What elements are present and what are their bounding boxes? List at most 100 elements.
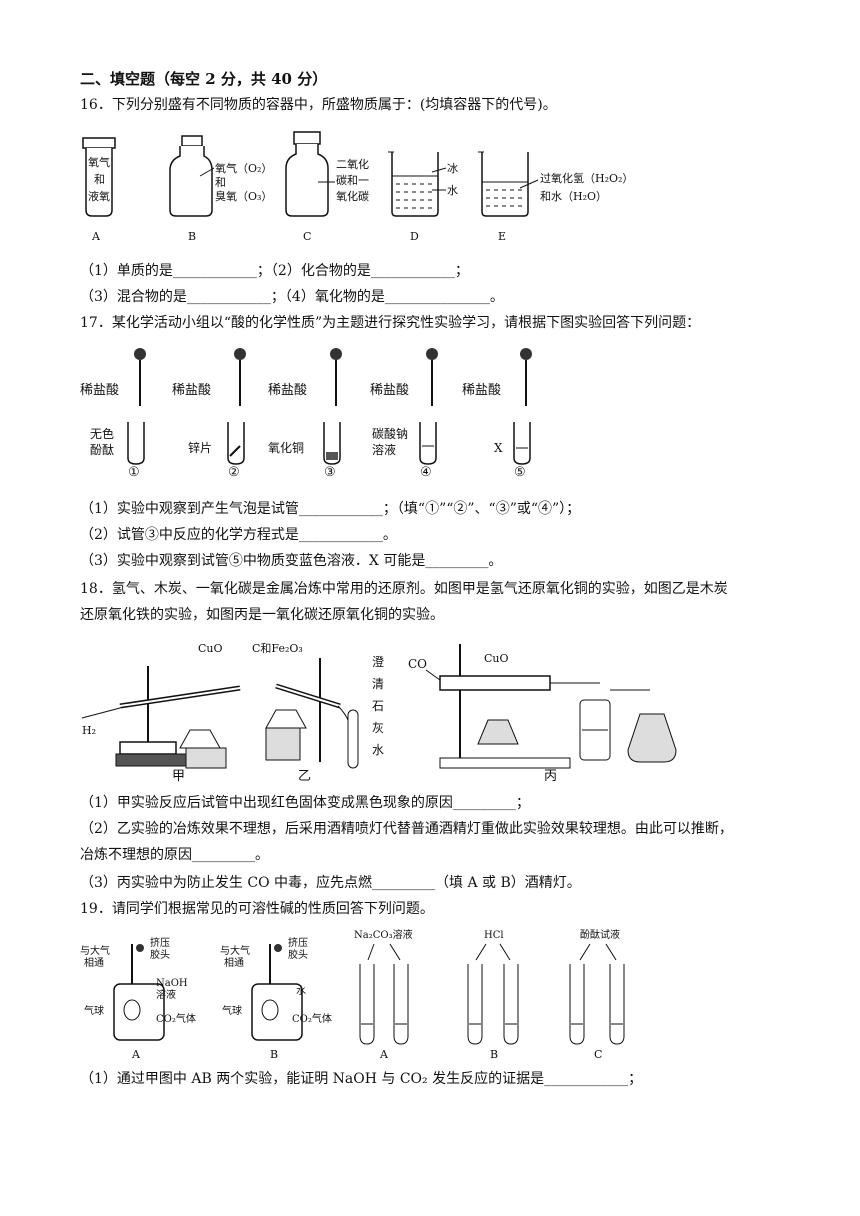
- q16-stem: 16．下列分别盛有不同物质的容器中，所盛物质属于：(均填容器下的代号)。: [80, 97, 557, 113]
- container-a-text-2: 和: [94, 173, 105, 186]
- tube-1-num: ①: [128, 465, 140, 480]
- container-e-text-2: 和水（H₂O）: [540, 190, 607, 203]
- q18-answer-4: （3）丙实验中为防止发生 CO 中毒，应先点燃_________（填 A 或 B…: [80, 875, 581, 891]
- tube-2-num: ②: [228, 465, 240, 480]
- jia-h2: H₂: [82, 724, 96, 737]
- yi-lime-5: 水: [372, 743, 384, 757]
- tubes-a-label: A: [379, 1048, 389, 1061]
- tube-5-reagent: 稀盐酸: [462, 383, 501, 398]
- q17-tube-5: 稀盐酸 X ⑤: [462, 348, 532, 480]
- q18-answer-3: 冶炼不理想的原因_________。: [80, 847, 269, 863]
- container-c-label: C: [303, 230, 311, 243]
- flask-b-squeeze-2: 胶头: [288, 948, 308, 961]
- q19-stem: 19．请同学们根据常见的可溶性碱的性质回答下列问题。: [80, 901, 434, 917]
- container-e-label: E: [498, 230, 506, 243]
- container-b-text-1: 氧气（O₂）: [215, 161, 272, 175]
- flask-a-co2: CO₂气体: [156, 1012, 196, 1025]
- q17-tube-3: 稀盐酸 氧化铜 ③: [268, 348, 342, 480]
- q16-answer-1: （1）单质的是____________；（2）化合物的是____________…: [80, 263, 469, 279]
- flask-b-water: 水: [296, 985, 306, 997]
- q18-answer-2: （2）乙实验的冶炼效果不理想，后采用酒精喷灯代替普通酒精灯重做此实验效果较理想。…: [80, 821, 733, 837]
- q17-answer-1: （1）实验中观察到产生气泡是试管____________；（填“①”“②”、“③…: [80, 501, 581, 517]
- yi-lime-2: 清: [372, 677, 384, 691]
- container-d-text-1: 冰: [447, 162, 458, 175]
- tube-3-content-1: 氧化铜: [268, 440, 304, 455]
- tube-4-content-2: 溶液: [372, 442, 396, 457]
- q18-figure: H₂ CuO 甲 C和Fe₂O₃ 澄 清 石 灰 水 乙 CO: [80, 630, 700, 790]
- tube-1-content-2: 酚酞: [90, 442, 114, 457]
- tube-3-reagent: 稀盐酸: [268, 383, 307, 398]
- yi-lime-1: 澄: [372, 654, 384, 669]
- q19-figure: 与大气 相通 挤压 胶头 NaOH 溶液 气球 CO₂气体 A 与大气 相通 挤…: [80, 924, 660, 1064]
- q18-stem-2: 还原氧化铁的实验，如图丙是一氧化碳还原氧化铜的实验。: [80, 607, 444, 623]
- q19-flask-b: 与大气 相通 挤压 胶头 水 气球 CO₂气体 B: [220, 936, 332, 1061]
- tubes-a-reagent: Na₂CO₃溶液: [354, 928, 413, 941]
- tube-4-content-1: 碳酸钠: [372, 426, 408, 441]
- yi-lime-4: 灰: [372, 721, 384, 735]
- q16-answer-2: （3）混合物的是____________；（4）氧化物的是___________…: [80, 289, 504, 305]
- tubes-b-reagent: HCl: [484, 930, 504, 941]
- tube-5-content-1: X: [494, 441, 503, 455]
- yi-lime-3: 石: [372, 699, 384, 713]
- flask-b-squeeze-1: 挤压: [288, 936, 308, 949]
- flask-b-air-2: 相通: [224, 956, 244, 969]
- container-c-text-3: 氧化碳: [336, 189, 369, 203]
- q19-answer-1: （1）通过甲图中 AB 两个实验，能证明 NaOH 与 CO₂ 发生反应的证据是…: [80, 1071, 643, 1087]
- tube-1-reagent: 稀盐酸: [80, 383, 119, 398]
- container-a-text-3: 液氧: [88, 189, 110, 203]
- bing-label: 丙: [544, 769, 557, 784]
- flask-b-label: B: [270, 1048, 278, 1061]
- container-b: 氧气（O₂） 和 臭氧（O₃） B: [169, 135, 272, 243]
- bing-co: CO: [408, 657, 427, 671]
- q19-apparatus-svg: 与大气 相通 挤压 胶头 NaOH 溶液 气球 CO₂气体 A 与大气 相通 挤…: [80, 928, 625, 1061]
- flask-a-naoh-1: NaOH: [156, 978, 188, 989]
- tube-2-content-1: 锌片: [188, 441, 212, 455]
- apparatus-jia: H₂ CuO 甲: [81, 642, 241, 784]
- flask-a-naoh-2: 溶液: [156, 988, 176, 1001]
- q17-answer-2: （2）试管③中反应的化学方程式是____________。: [80, 527, 397, 543]
- container-e-text-1: 过氧化氢（H₂O₂）: [540, 171, 633, 185]
- tube-2-reagent: 稀盐酸: [172, 383, 211, 398]
- tubes-c-reagent: 酚酞试液: [580, 928, 620, 941]
- container-b-text-2: 和: [215, 176, 226, 189]
- yi-c-fe2o3: C和Fe₂O₃: [252, 642, 303, 655]
- flask-a-air-2: 相通: [84, 956, 104, 969]
- apparatus-yi: C和Fe₂O₃ 澄 清 石 灰 水 乙: [252, 642, 384, 784]
- tube-5-num: ⑤: [514, 465, 526, 480]
- q17-tube-2: 稀盐酸 锌片 ②: [172, 348, 246, 480]
- q18-answer-1: （1）甲实验反应后试管中出现红色固体变成黑色现象的原因_________；: [80, 795, 530, 811]
- flask-b-balloon: 气球: [222, 1004, 242, 1017]
- q19-tubes-c: 酚酞试液 C: [569, 928, 625, 1061]
- q16-figure: 氧气 和 液氧 A 氧气（O₂） 和 臭氧（O₃） B 二氧化 碳和一 氧化碳 …: [80, 128, 680, 248]
- q18-stem-1: 18．氢气、木炭、一氧化碳是金属冶炼中常用的还原剂。如图甲是氢气还原氧化铜的实验…: [80, 581, 728, 597]
- q17-tubes-svg: 稀盐酸 无色 酚酞 ① 稀盐酸 锌片 ② 稀盐酸 氧化铜 ③ 稀盐: [80, 348, 532, 480]
- container-d-label: D: [410, 230, 419, 243]
- flask-b-air-1: 与大气: [220, 944, 250, 957]
- q17-answer-3: （3）实验中观察到试管⑤中物质变蓝色溶液．X 可能是_________。: [80, 553, 503, 569]
- section-title: 二、填空题（每空 2 分，共 40 分）: [80, 70, 328, 88]
- bing-cuo: CuO: [484, 652, 509, 665]
- tubes-b-label: B: [490, 1048, 498, 1061]
- tube-3-num: ③: [324, 465, 336, 480]
- flask-a-balloon: 气球: [84, 1004, 104, 1017]
- q17-figure: 稀盐酸 无色 酚酞 ① 稀盐酸 锌片 ② 稀盐酸 氧化铜 ③ 稀盐: [80, 342, 580, 482]
- flask-a-squeeze-2: 胶头: [150, 948, 170, 961]
- tube-4-num: ④: [420, 465, 432, 480]
- yi-label: 乙: [298, 769, 311, 784]
- jia-cuo: CuO: [198, 642, 223, 655]
- tube-1-content-1: 无色: [90, 427, 114, 441]
- flask-b-co2: CO₂气体: [292, 1012, 332, 1025]
- q16-containers-svg: 氧气 和 液氧 A 氧气（O₂） 和 臭氧（O₃） B 二氧化 碳和一 氧化碳 …: [82, 131, 633, 243]
- container-c-text-2: 碳和一: [336, 173, 369, 187]
- container-b-text-3: 臭氧（O₃）: [215, 189, 272, 203]
- q18-apparatus-svg: H₂ CuO 甲 C和Fe₂O₃ 澄 清 石 灰 水 乙 CO: [81, 642, 677, 784]
- container-d-text-2: 水: [447, 184, 458, 197]
- flask-a-squeeze-1: 挤压: [150, 936, 170, 949]
- container-a-label: A: [91, 230, 101, 243]
- q17-tube-1: 稀盐酸 无色 酚酞 ①: [80, 348, 146, 480]
- q19-tubes-a: Na₂CO₃溶液 A: [354, 928, 413, 1061]
- q17-tube-4: 稀盐酸 碳酸钠 溶液 ④: [370, 348, 438, 480]
- tubes-c-label: C: [594, 1048, 602, 1061]
- container-c-text-1: 二氧化: [336, 157, 369, 171]
- flask-a-label: A: [131, 1048, 141, 1061]
